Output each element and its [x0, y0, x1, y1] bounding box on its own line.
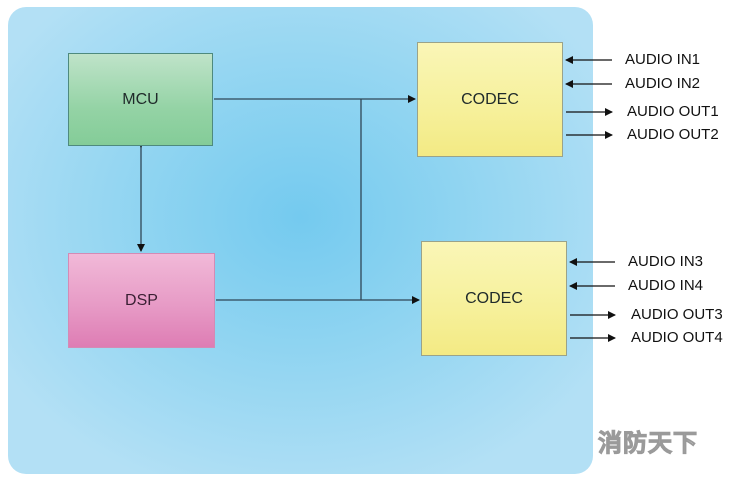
- audio-out3-label: AUDIO OUT3: [631, 306, 723, 323]
- audio-in2-label: AUDIO IN2: [625, 75, 701, 92]
- dsp-block: DSP: [68, 253, 215, 348]
- codec1-label: CODEC: [461, 90, 519, 108]
- audio-in4-label: AUDIO IN4: [628, 277, 704, 294]
- audio-out2-label: AUDIO OUT2: [627, 126, 719, 143]
- audio-in1-label: AUDIO IN1: [625, 51, 701, 68]
- codec2-block: CODEC: [421, 241, 567, 356]
- mcu-label: MCU: [122, 90, 159, 108]
- audio-out4-label: AUDIO OUT4: [631, 329, 723, 346]
- audio-out1-label: AUDIO OUT1: [627, 103, 719, 120]
- dsp-label: DSP: [125, 291, 158, 309]
- codec2-label: CODEC: [465, 289, 523, 307]
- mcu-block: MCU: [68, 53, 213, 146]
- codec1-block: CODEC: [417, 42, 563, 157]
- watermark-text: 消防天下: [598, 429, 698, 458]
- audio-in3-label: AUDIO IN3: [628, 253, 704, 270]
